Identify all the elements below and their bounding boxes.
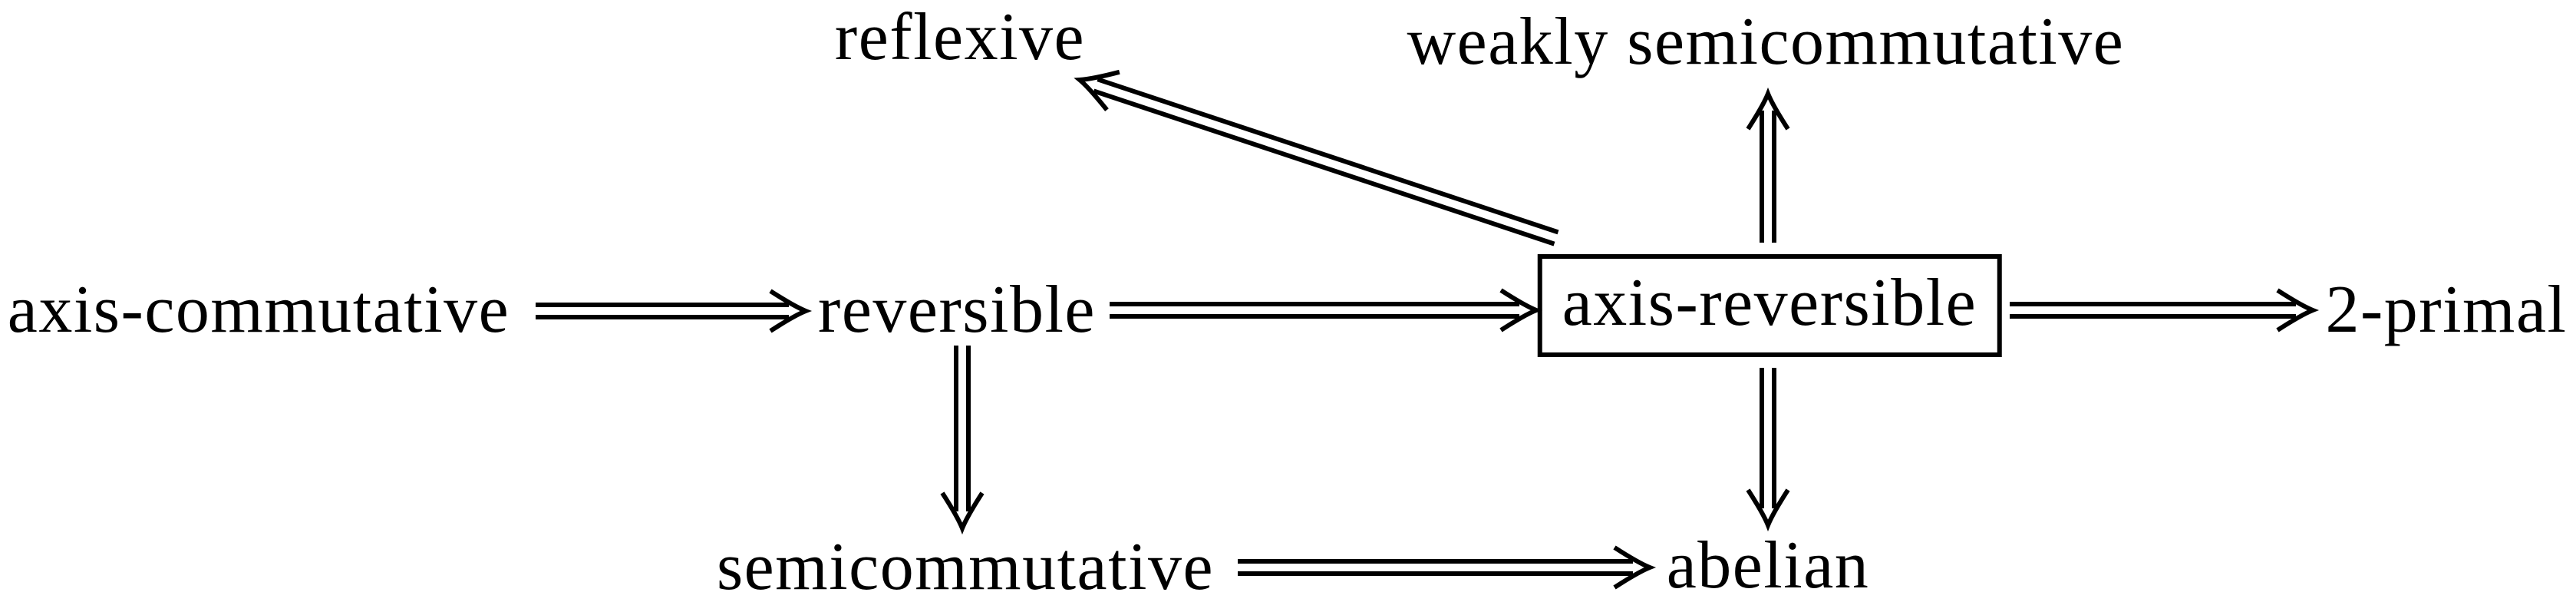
arrow-axis-reversible-to-abelian [1746, 368, 1790, 532]
node-axis-commutative: axis-commutative [7, 273, 510, 347]
node-reversible: reversible [818, 273, 1096, 347]
arrow-axis-reversible-to-2-primal [2010, 288, 2320, 332]
node-2-primal: 2-primal [2325, 273, 2568, 347]
arrow-axis-reversible-to-reflexive [1074, 69, 1559, 246]
node-axis-reversible: axis-reversible [1537, 254, 2002, 357]
arrow-axis-commutative-to-reversible [536, 289, 813, 333]
node-abelian: abelian [1666, 528, 1870, 603]
node-semicommutative: semicommutative [716, 530, 1215, 604]
arrow-reversible-to-semicommutative [940, 346, 985, 535]
arrow-axis-reversible-to-weakly-semicommutative [1746, 87, 1790, 243]
node-reflexive: reflexive [834, 0, 1086, 74]
arrow-reversible-to-axis-reversible [1110, 288, 1543, 332]
node-weakly-semicommutative: weakly semicommutative [1407, 5, 2125, 79]
arrow-semicommutative-to-abelian [1238, 545, 1657, 590]
